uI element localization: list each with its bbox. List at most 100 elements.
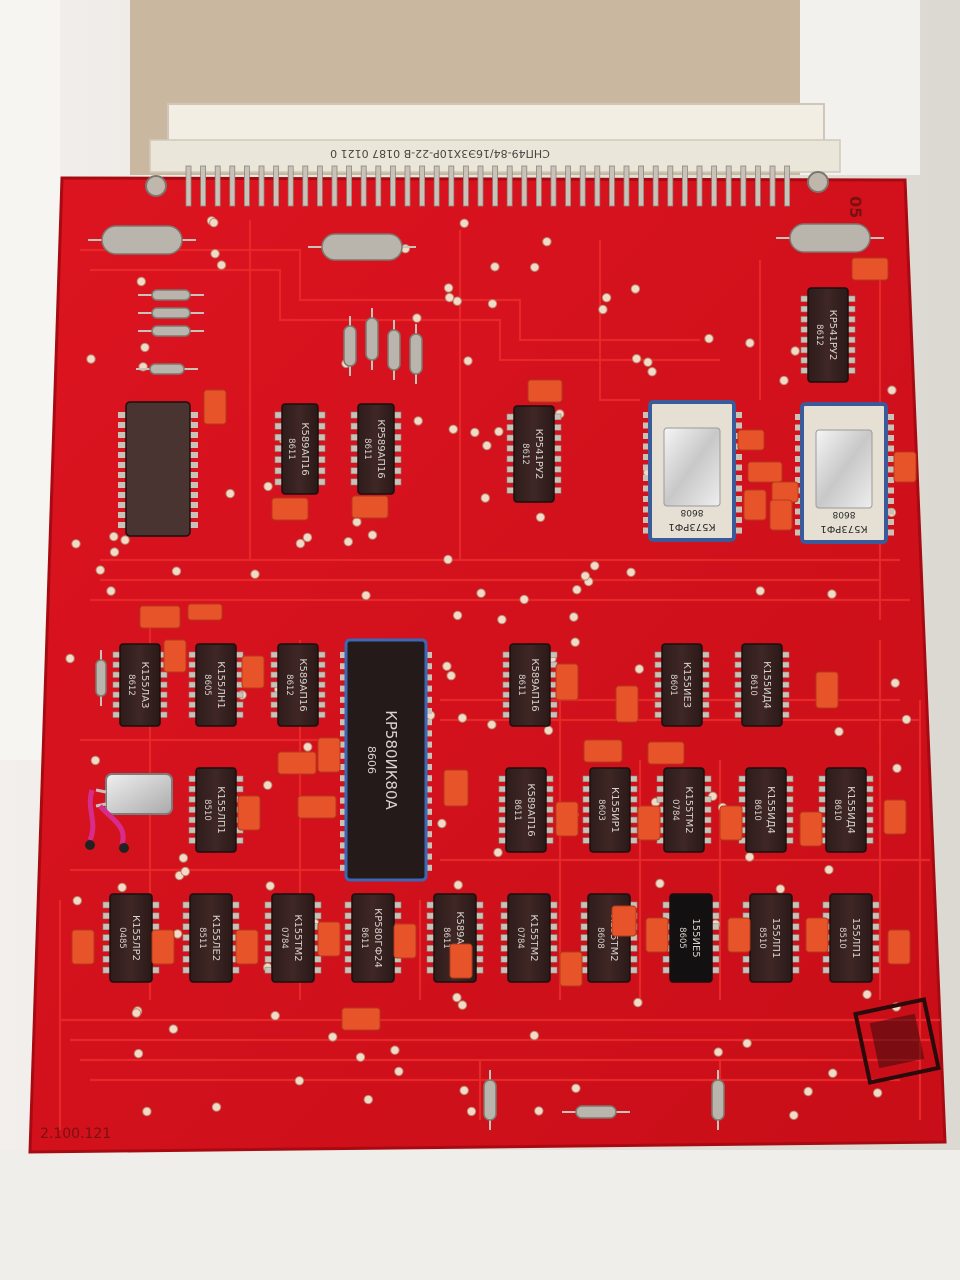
via-pad xyxy=(225,488,235,499)
via-pad xyxy=(390,1045,400,1055)
chip-pin xyxy=(118,482,126,488)
chip-pin xyxy=(734,506,742,513)
smd-capacitor xyxy=(203,389,227,425)
chip-body xyxy=(281,403,319,495)
chip-pin xyxy=(190,482,198,488)
connector-pin xyxy=(638,165,644,207)
chip-part-number: К155ЛЕ2 xyxy=(210,915,221,961)
chip-date-code: 8510 xyxy=(837,927,847,949)
via-pad xyxy=(598,304,608,315)
connector-pin xyxy=(448,165,455,207)
via-pad xyxy=(446,671,456,681)
via-pad xyxy=(355,1052,366,1062)
connector-pin xyxy=(346,165,353,207)
smd-capacitor xyxy=(583,739,623,763)
chip-body xyxy=(507,893,551,983)
chip-pin xyxy=(118,442,126,448)
smd-capacitor xyxy=(443,769,469,807)
chip-pin xyxy=(340,797,348,804)
via-pad xyxy=(779,375,789,386)
via-pad xyxy=(413,416,423,426)
via-pad xyxy=(443,283,454,293)
resistor xyxy=(343,316,357,376)
chip-body xyxy=(669,893,713,983)
chip-pin xyxy=(795,466,803,473)
smd-capacitor xyxy=(851,257,889,281)
chip-date-code: 8608 xyxy=(595,927,605,949)
resistor-body xyxy=(95,659,107,697)
via-pad xyxy=(109,547,120,557)
chip-date-code: 8611 xyxy=(362,438,372,460)
via-pad xyxy=(742,1038,752,1049)
via-pad xyxy=(487,299,498,309)
chip-pin xyxy=(424,864,432,871)
smd-capacitor xyxy=(743,489,767,521)
via-pad xyxy=(744,852,755,862)
via-pad xyxy=(789,1110,799,1121)
chip-pin xyxy=(424,674,432,681)
chip-pin xyxy=(886,477,894,483)
chip-pin xyxy=(795,424,803,431)
via-pad xyxy=(590,561,600,571)
chip-body xyxy=(829,893,873,983)
resistor-body xyxy=(387,329,401,371)
via-pad xyxy=(745,338,755,348)
resistor xyxy=(138,307,204,319)
via-pad xyxy=(86,354,96,364)
connector-pin xyxy=(784,165,790,207)
chip-body xyxy=(189,893,233,983)
chip-pin xyxy=(886,445,894,452)
connector-pins xyxy=(185,165,790,207)
via-pad xyxy=(497,614,507,625)
via-pad xyxy=(872,1088,883,1098)
resistor xyxy=(308,233,416,261)
pcb-trace xyxy=(80,248,700,342)
connector-pin xyxy=(433,165,440,207)
chip-part-number: 155ИЕ5 xyxy=(690,918,701,957)
chip-pin xyxy=(424,696,432,703)
chip-pin xyxy=(643,485,651,492)
resistor xyxy=(711,1070,725,1130)
chip-pin xyxy=(118,492,126,498)
chip-part-number: К573РФ1 xyxy=(668,521,715,532)
chip-pin xyxy=(424,685,432,692)
chip-body xyxy=(741,643,783,727)
chip-pin xyxy=(340,752,348,759)
chip-body xyxy=(509,643,551,727)
chip-pin xyxy=(118,502,126,508)
chip-part-number: К155ИЕ3 xyxy=(681,662,692,708)
via-pad xyxy=(647,367,657,377)
chip-pin xyxy=(886,519,894,525)
chip-date-code: 8608 xyxy=(832,509,855,519)
via-pad xyxy=(487,720,497,730)
connector-pin xyxy=(667,165,674,207)
via-pad xyxy=(543,725,554,736)
connector-pin xyxy=(287,165,294,207)
chip-date-code: 8605 xyxy=(677,927,687,949)
resistor-body xyxy=(151,325,191,337)
smd-capacitor xyxy=(271,497,309,521)
connector-pin xyxy=(550,165,557,207)
connector-pin xyxy=(506,165,513,207)
chip-pin xyxy=(340,741,348,748)
chip-body xyxy=(513,405,555,503)
table-bottom xyxy=(0,1150,960,1280)
chip-pin xyxy=(424,820,432,826)
resistor-body xyxy=(575,1105,617,1119)
pink-wire xyxy=(98,804,126,845)
chip-pin xyxy=(340,652,348,658)
chip-pin xyxy=(886,456,894,462)
smd-capacitors xyxy=(71,257,917,1031)
chip-date-code: 8610 xyxy=(832,799,842,821)
chip-pin xyxy=(190,422,198,428)
pcb-trace xyxy=(598,240,640,402)
via-pad xyxy=(519,594,529,605)
chip-date-code: 8608 xyxy=(680,507,703,517)
via-pad xyxy=(480,493,490,503)
smd-capacitor xyxy=(297,795,337,819)
